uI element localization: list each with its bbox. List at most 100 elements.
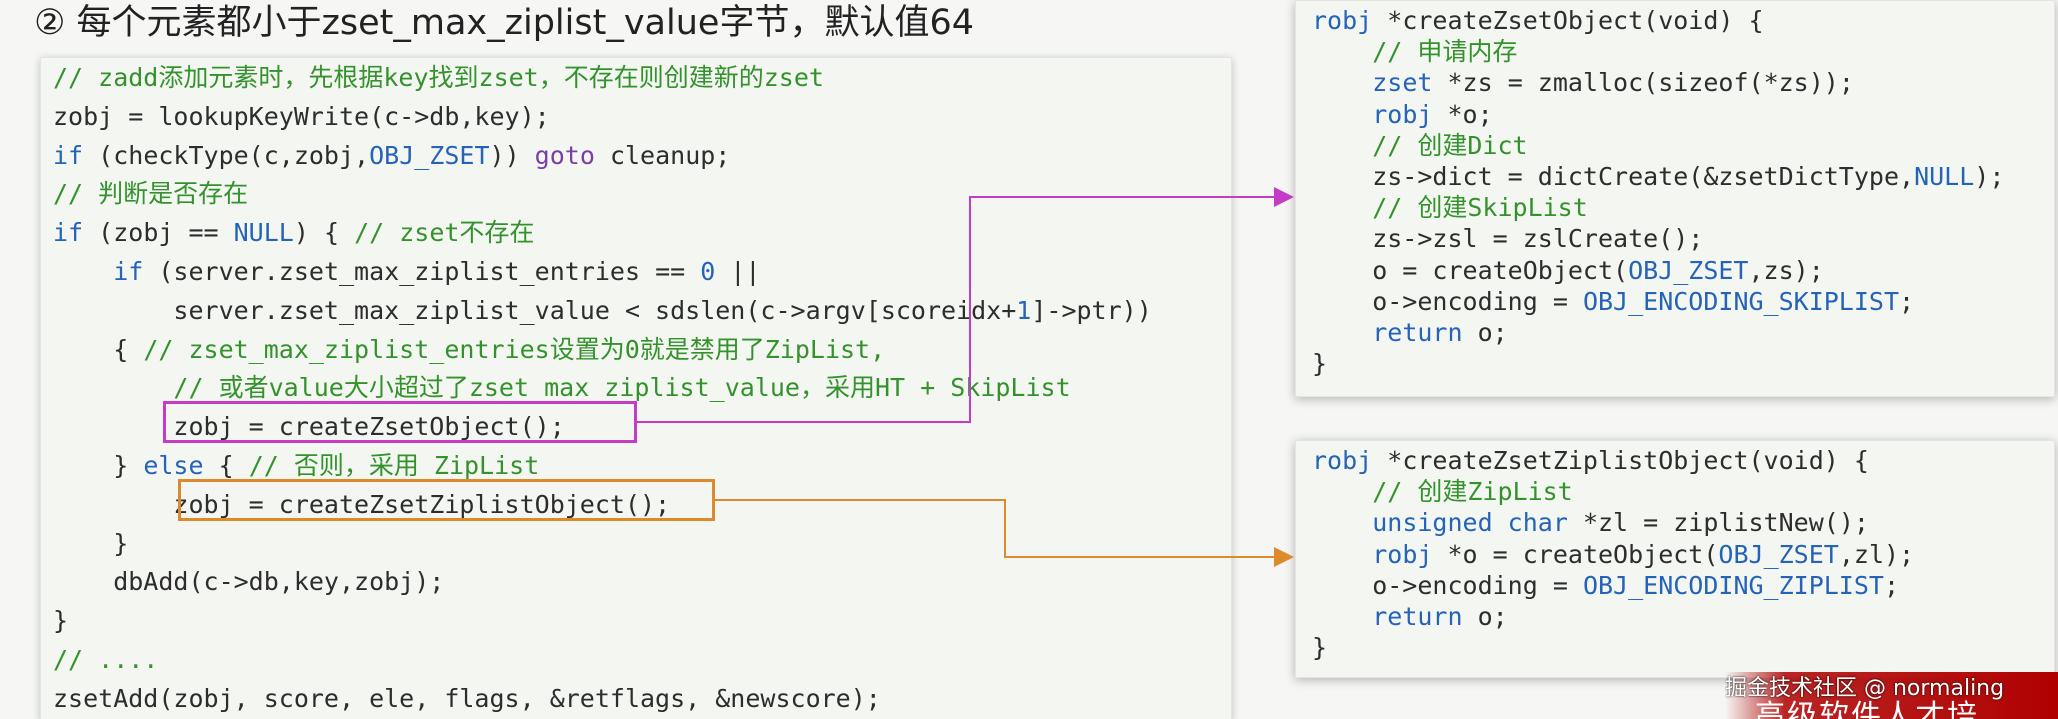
code-token: NULL — [233, 218, 294, 248]
code-token: unsigned char — [1372, 508, 1568, 538]
code-token — [1312, 508, 1372, 537]
code-token: dbAdd(c->db,key,zobj); — [53, 567, 445, 597]
code-token: o = createObject( — [1312, 255, 1629, 285]
code-line: o->encoding = OBJ_ENCODING_SKIPLIST; — [1312, 286, 1914, 318]
code-token: zobj = createZsetObject(); — [53, 412, 565, 442]
code-line: } — [1312, 348, 1327, 380]
code-token: zset — [1372, 68, 1433, 98]
code-token: o; — [1462, 318, 1508, 347]
code-token: zobj = createZsetZiplistObject(); — [53, 489, 671, 519]
code-token: *o; — [1432, 99, 1493, 129]
code-token: (checkType(c,zobj, — [83, 140, 370, 170]
code-line: if (server.zset_max_ziplist_entries == 0… — [53, 256, 760, 288]
code-line: zobj = createZsetObject(); — [53, 411, 565, 443]
code-line: o->encoding = OBJ_ENCODING_ZIPLIST; — [1312, 570, 1899, 602]
code-token: robj — [1312, 6, 1373, 35]
code-token: (zobj == — [83, 218, 234, 248]
code-line: robj *o; — [1312, 99, 1493, 131]
code-token: return — [1372, 318, 1463, 347]
code-token: // 判断是否存在 — [53, 179, 249, 209]
code-token: o->encoding = — [1312, 570, 1583, 600]
code-token — [1312, 68, 1372, 97]
create-zset-object-code-panel: robj *createZsetObject(void) { // 申请内存 z… — [1295, 0, 2055, 397]
code-token: // 创建Dict — [1372, 130, 1528, 160]
code-token — [1312, 477, 1372, 506]
code-line: o = createObject(OBJ_ZSET,zs); — [1312, 255, 1824, 287]
code-token — [1312, 193, 1372, 222]
watermark-text: 掘金技术社区 @ normaling — [1725, 676, 2005, 701]
watermark-banner: 掘金技术社区 @ normaling 高级软件人才培 — [1725, 672, 2058, 719]
code-token: ,zs); — [1748, 255, 1824, 285]
code-token: server.zset_max_ziplist_value < sdslen(c… — [53, 295, 1017, 325]
code-token: else — [143, 451, 204, 480]
code-token: ; — [1883, 570, 1900, 600]
code-line: zobj = createZsetZiplistObject(); — [53, 489, 670, 521]
code-token: ,zl); — [1838, 539, 1915, 569]
code-token: ; — [1899, 286, 1915, 316]
create-zset-ziplist-object-code-panel: robj *createZsetZiplistObject(void) { //… — [1295, 440, 2055, 678]
code-token: if — [53, 140, 84, 170]
code-token: OBJ_ZSET — [369, 140, 490, 170]
code-token: 1 — [1016, 295, 1032, 325]
code-token: o->encoding = — [1312, 286, 1583, 316]
code-line: zset *zs = zmalloc(sizeof(*zs)); — [1312, 67, 1854, 99]
code-line: } — [53, 605, 68, 637]
code-line: // 申请内存 — [1312, 36, 1517, 68]
code-token: // 创建SkipList — [1372, 193, 1588, 223]
code-token: // .... — [53, 645, 159, 674]
code-line: dbAdd(c->db,key,zobj); — [53, 566, 444, 598]
code-token: return — [1372, 602, 1463, 631]
code-line: zobj = lookupKeyWrite(c->db,key); — [53, 101, 550, 133]
code-line: // 判断是否存在 — [53, 178, 248, 210]
code-token: OBJ_ZSET — [1628, 255, 1749, 285]
code-token: 0 — [700, 257, 716, 286]
code-line: } — [1312, 632, 1327, 664]
code-line: { // zset_max_ziplist_entries设置为0就是禁用了Zi… — [53, 334, 885, 366]
code-token: } — [53, 606, 69, 636]
code-token: NULL — [1914, 162, 1975, 191]
watermark-slogan: 高级软件人才培 — [1755, 699, 1979, 719]
code-token: (server.zset_max_ziplist_entries == — [143, 257, 701, 286]
code-token: OBJ_ENCODING_ZIPLIST — [1582, 570, 1884, 600]
code-token — [1312, 131, 1372, 160]
code-token: o; — [1462, 602, 1508, 631]
code-line: zsetAdd(zobj, score, ele, flags, &retfla… — [53, 683, 881, 715]
code-line: return o; — [1312, 601, 1508, 633]
code-token: } — [1312, 349, 1328, 379]
code-token: || — [715, 257, 761, 286]
code-token: } — [53, 451, 144, 480]
code-line: zs->zsl = zslCreate(); — [1312, 223, 1703, 255]
code-token: // 创建ZipList — [1372, 477, 1573, 507]
code-token: *o = createObject( — [1432, 539, 1719, 569]
code-token: OBJ_ENCODING_SKIPLIST — [1582, 286, 1900, 316]
code-line: // zadd添加元素时，先根据key找到zset，不存在则创建新的zset — [53, 62, 824, 94]
code-token: // 否则，采用 ZipList — [248, 451, 540, 480]
code-line: robj *createZsetObject(void) { — [1312, 5, 1764, 37]
code-token — [1312, 100, 1372, 129]
code-line: // 或者value大小超过了zset_max_ziplist_value，采用… — [53, 372, 1070, 404]
code-token: if — [53, 218, 84, 248]
code-token: { — [203, 451, 249, 480]
code-token: *zl = ziplistNew(); — [1567, 508, 1869, 538]
code-token — [53, 257, 113, 286]
zadd-code-panel: // zadd添加元素时，先根据key找到zset，不存在则创建新的zset zo… — [40, 57, 1232, 719]
code-token: ) { — [293, 218, 355, 248]
code-token: cleanup; — [594, 140, 731, 170]
code-line: if (zobj == NULL) { // zset不存在 — [53, 217, 534, 249]
code-token — [1312, 318, 1372, 347]
code-token: if — [113, 257, 144, 286]
code-line: robj *createZsetZiplistObject(void) { — [1312, 445, 1869, 477]
code-token: } — [1312, 633, 1328, 663]
code-token: goto — [534, 140, 595, 170]
create-zset-object-highlight-box — [163, 401, 637, 443]
page-title: ② 每个元素都小于zset_max_ziplist_value字节，默认值64 — [34, 3, 974, 43]
code-line: zs->dict = dictCreate(&zsetDictType,NULL… — [1312, 161, 2004, 193]
code-token: { — [53, 334, 144, 364]
code-token: )) — [489, 140, 535, 170]
code-line: unsigned char *zl = ziplistNew(); — [1312, 507, 1869, 539]
code-line: server.zset_max_ziplist_value < sdslen(c… — [53, 295, 1151, 327]
code-token: ); — [1974, 162, 2005, 191]
code-token: zsetAdd(zobj, score, ele, flags, &retfla… — [53, 683, 881, 713]
code-token: // zadd添加元素时，先根据key找到zset，不存在则创建新的zset — [53, 63, 824, 92]
